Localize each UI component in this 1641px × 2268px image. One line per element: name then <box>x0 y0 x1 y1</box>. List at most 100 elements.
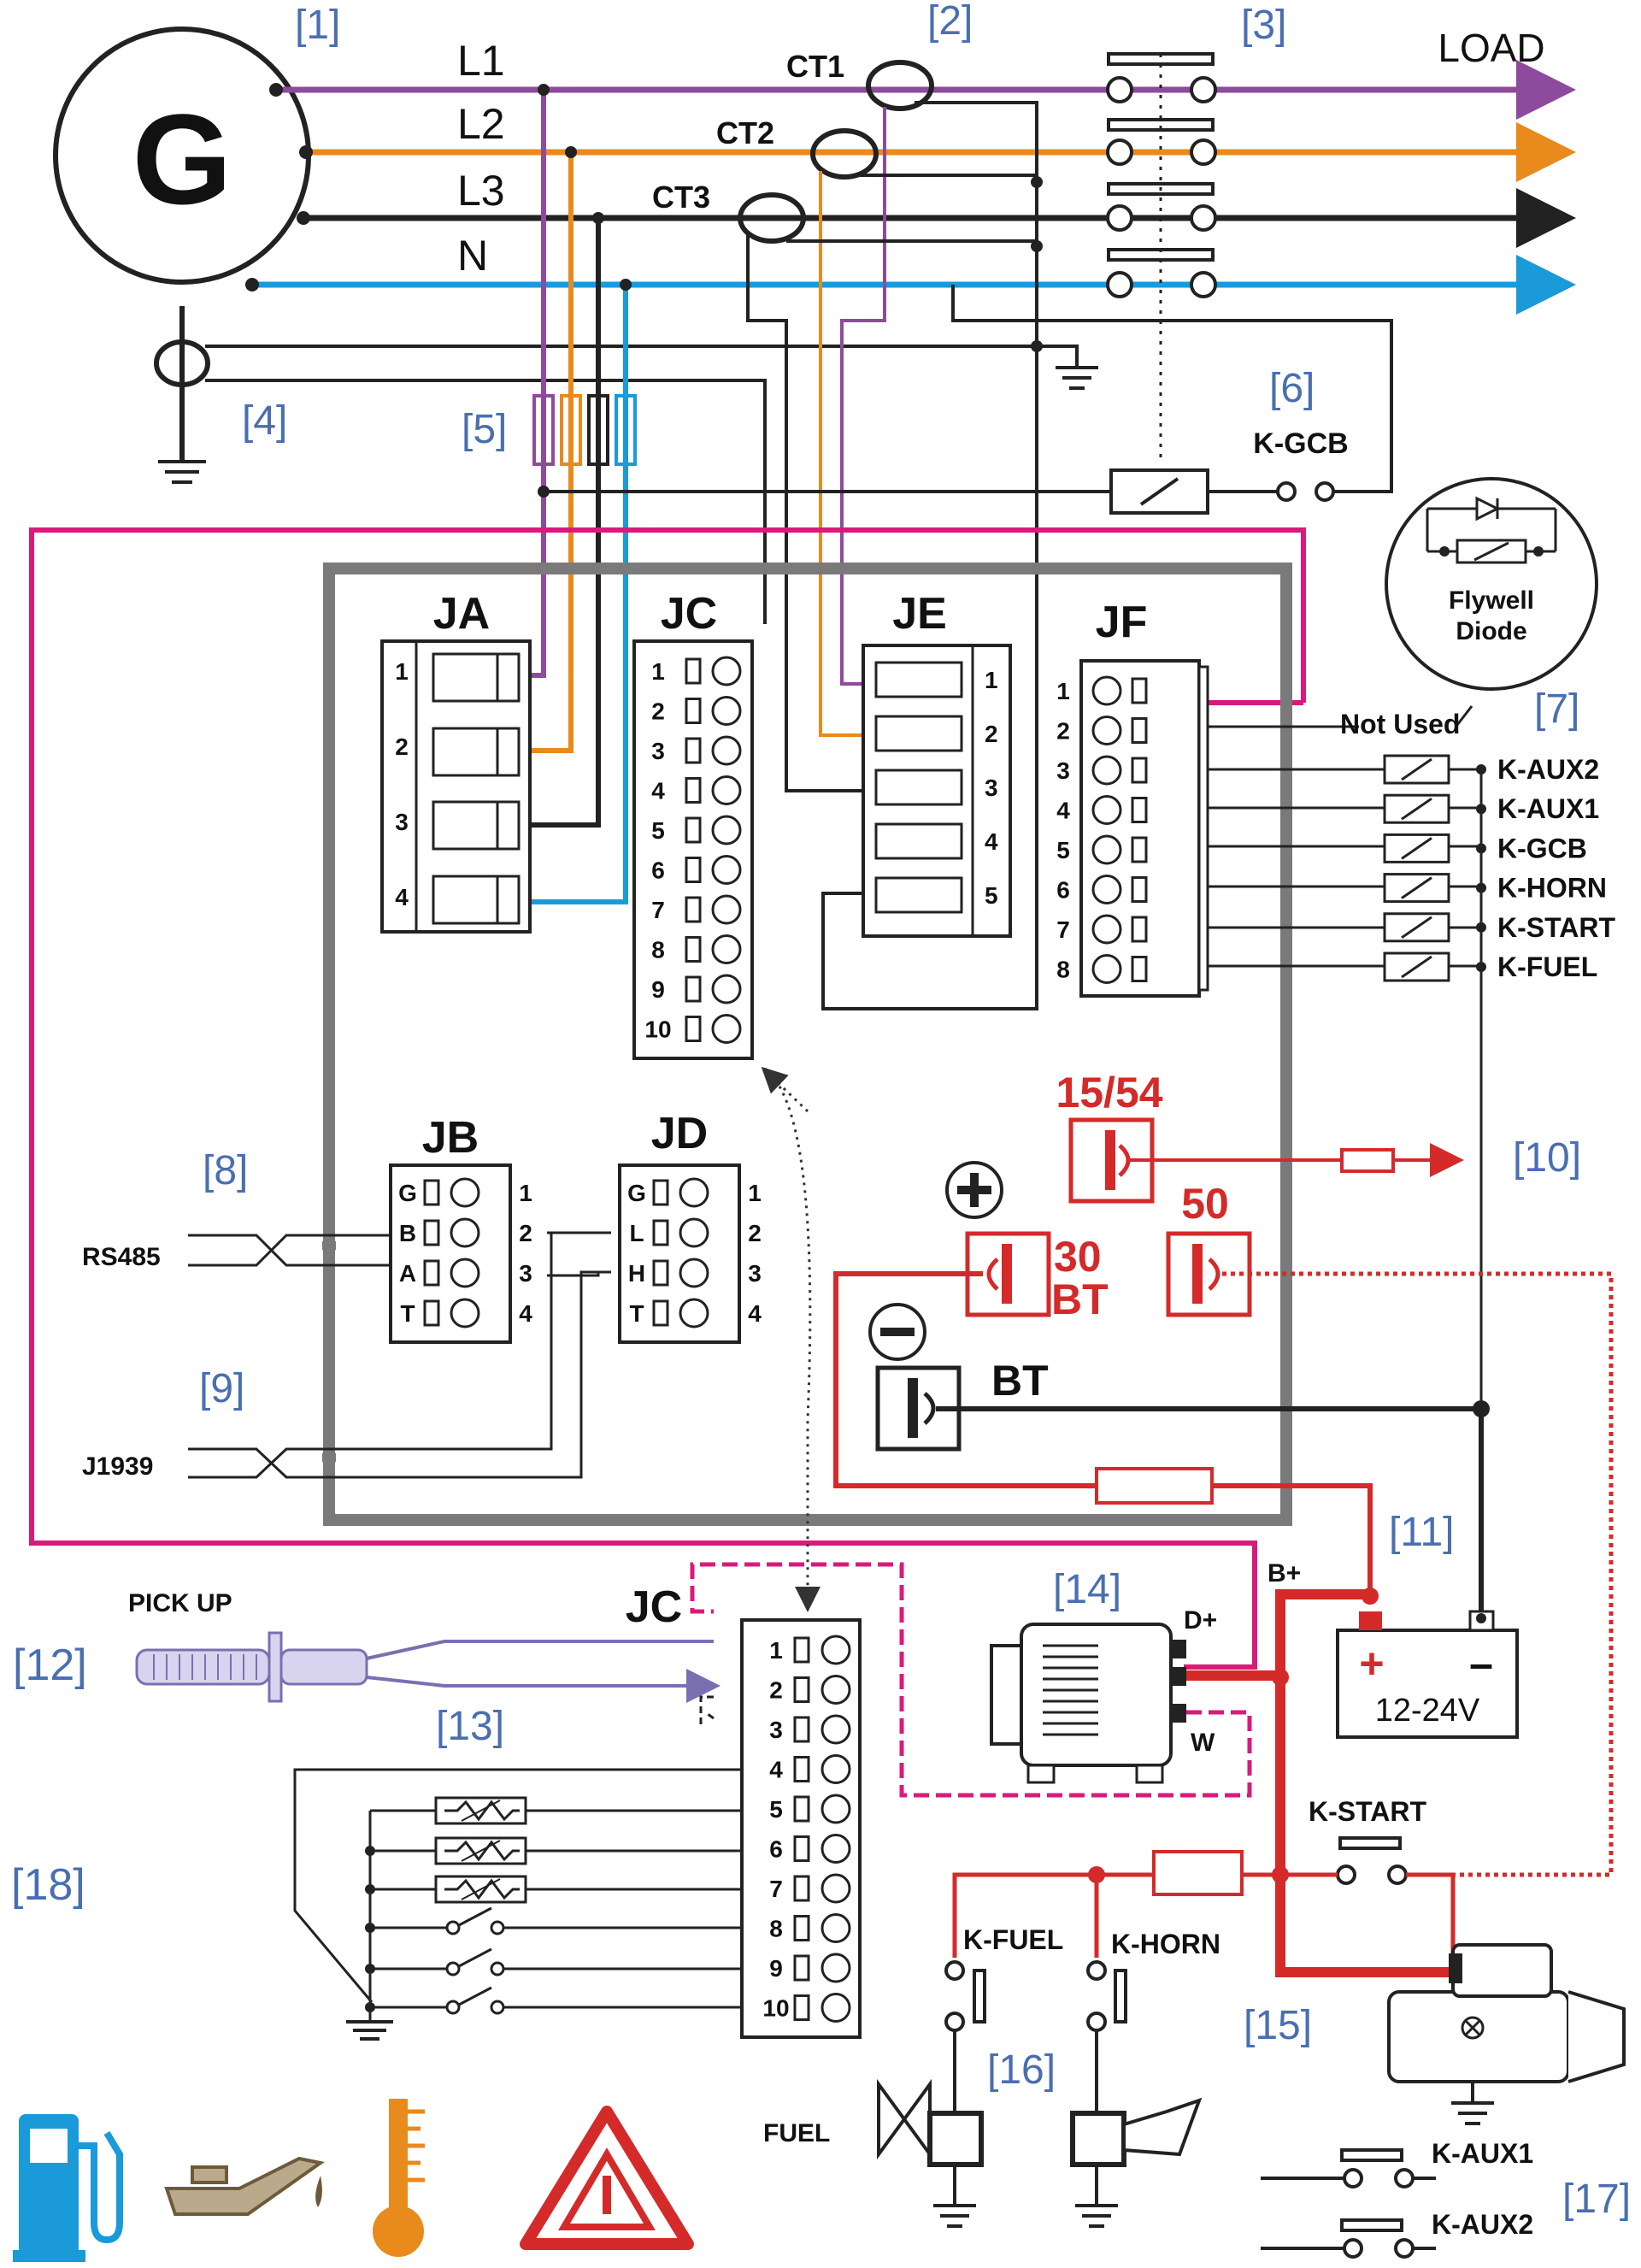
jc-bottom-pin-number: 8 <box>769 1916 783 1942</box>
j1939-bus <box>188 1231 611 1479</box>
line-l2-label: L2 <box>457 100 505 148</box>
jc-pin-number: 3 <box>651 738 665 764</box>
jf-pin: 3 <box>1056 755 1148 786</box>
fuel-pump-icon <box>13 2114 123 2262</box>
jc-pin-number: 5 <box>651 817 665 844</box>
khorn-contact <box>1086 1960 1127 2120</box>
t50-label: 50 <box>1181 1180 1229 1228</box>
relay-label: K-AUX2 <box>1497 754 1599 785</box>
generator: G <box>53 27 311 285</box>
ref-16: [16] <box>987 2047 1056 2093</box>
jc-bottom-pin-number: 2 <box>769 1677 783 1704</box>
rs485-label: RS485 <box>82 1243 161 1271</box>
je-connector <box>862 644 1012 938</box>
sensor-resistor <box>434 1875 527 1904</box>
t1554-fuse <box>1340 1148 1395 1173</box>
kstart-label: K-START <box>1309 1796 1427 1827</box>
line-l1-label: L1 <box>457 37 505 85</box>
battery-plus: + <box>1359 1640 1384 1688</box>
t30-label: 30 <box>1054 1233 1102 1281</box>
jd-pin-number: 2 <box>748 1220 762 1246</box>
flywell-label: Flywell <box>1449 586 1534 615</box>
relay-coil-k-aux1: K-AUX1 <box>1383 793 1599 824</box>
ct2-label: CT2 <box>716 115 774 150</box>
jc-pin: 5 <box>651 815 742 845</box>
not-used-label: Not Used <box>1340 709 1460 739</box>
jd-pin-number: 4 <box>748 1300 762 1327</box>
jf-title: JF <box>1096 598 1148 647</box>
jd-title: JD <box>651 1109 708 1158</box>
battery: + – 12-24V <box>1336 1588 1519 1739</box>
je-pin: 2 <box>985 721 998 747</box>
jd-pin-letter: T <box>629 1300 644 1327</box>
flywell-diode: Flywell Diode <box>1385 477 1598 691</box>
fuel-horn-fuse <box>1152 1850 1244 1896</box>
jf-pin-number: 7 <box>1056 916 1070 943</box>
ref-13: [13] <box>436 1704 504 1749</box>
relay-label: K-START <box>1497 912 1616 943</box>
sensor-resistor <box>434 1796 527 1825</box>
jd-pin-letter: H <box>628 1260 645 1287</box>
jb-title: JB <box>422 1113 479 1163</box>
terminal-30-bt: 30 BT <box>965 1231 1109 1323</box>
jf-pin: 1 <box>1056 675 1148 706</box>
jf-pin-number: 1 <box>1056 678 1070 704</box>
jc-pin: 7 <box>651 894 742 925</box>
jf-pin-number: 8 <box>1056 957 1070 983</box>
fuel-label: FUEL <box>763 2119 830 2147</box>
line-n-label: N <box>457 232 488 280</box>
w-label: W <box>1191 1729 1215 1757</box>
kfuel-label: K-FUEL <box>963 1924 1063 1955</box>
diode-label: Diode <box>1456 617 1526 645</box>
ref-12: [12] <box>13 1641 87 1690</box>
relay-coil-k-fuel: K-FUEL <box>1383 951 1597 982</box>
pickup-sensor <box>135 1631 368 1703</box>
fuel-solenoid <box>877 2078 984 2228</box>
hazard-triangle-icon <box>520 2106 694 2250</box>
jc-pin-number: 8 <box>651 937 665 963</box>
gcb-contact <box>1276 481 1335 502</box>
je-title: JE <box>892 589 947 639</box>
jb-pin-letter: A <box>399 1260 416 1287</box>
relay-label: K-HORN <box>1497 873 1607 904</box>
jc-pin-number: 2 <box>651 698 665 725</box>
jc-pin: 8 <box>651 934 742 964</box>
battery-fuse <box>1095 1467 1214 1505</box>
jc-pin-number: 9 <box>651 976 665 1003</box>
je-pin: 4 <box>985 828 998 855</box>
ref-4: [4] <box>242 398 287 444</box>
sensor-resistor <box>434 1836 527 1865</box>
ja-pin: 4 <box>395 884 409 910</box>
jd-pin-number: 3 <box>748 1260 762 1287</box>
kfuel-contact <box>944 1960 986 2120</box>
current-transformers <box>738 60 934 244</box>
ref-6: [6] <box>1269 366 1315 411</box>
jc-bottom-pin-number: 4 <box>769 1757 783 1783</box>
jf-pin: 8 <box>1056 954 1148 984</box>
jc-bottom-pin: 4 <box>769 1754 851 1784</box>
jb-pin-number: 4 <box>519 1300 532 1327</box>
jb-pin-number: 3 <box>519 1260 532 1287</box>
bplus-label: B+ <box>1268 1559 1301 1588</box>
jd-pin-letter: G <box>627 1180 646 1206</box>
jf-pin-number: 3 <box>1056 757 1070 784</box>
jf-pin: 6 <box>1056 875 1148 904</box>
starter-motor <box>1387 1943 1626 2125</box>
khorn-label: K-HORN <box>1111 1929 1220 1959</box>
ja-pin-number: 1 <box>395 658 409 685</box>
circuit-breaker <box>1106 52 1217 298</box>
jc-pin-number: 10 <box>644 1016 671 1043</box>
minus-sign-icon <box>868 1303 926 1361</box>
horn <box>1070 2097 1203 2228</box>
jc-pin: 10 <box>644 1014 742 1044</box>
jc-bottom-pin-number: 9 <box>769 1955 783 1982</box>
ref-15: [15] <box>1244 2003 1312 2048</box>
jc-bottom-pin: 5 <box>769 1794 851 1824</box>
jc-bottom-pin-number: 5 <box>769 1796 783 1823</box>
ct3-label: CT3 <box>652 180 710 215</box>
jc-bottom-pin: 7 <box>769 1873 851 1904</box>
sensor-switches <box>445 1906 505 2015</box>
